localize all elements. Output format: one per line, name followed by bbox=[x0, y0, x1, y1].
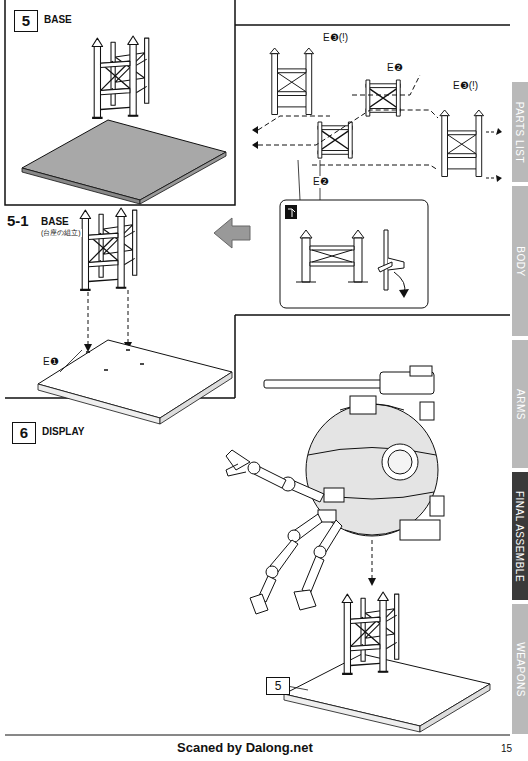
part-label: Scaned by Dalong.net bbox=[176, 741, 314, 756]
tab-label: FINAL ASSEMBLE bbox=[515, 490, 526, 581]
part-label: E❸(!) bbox=[322, 32, 349, 44]
section-tab: PARTS LIST bbox=[512, 82, 528, 182]
stepnum: 5 bbox=[14, 10, 38, 32]
part-label: 15 bbox=[500, 743, 513, 755]
tab-label: PARTS LIST bbox=[515, 101, 526, 162]
part-label: 5-1 bbox=[6, 212, 30, 229]
step-reference-box: 5 bbox=[266, 676, 290, 695]
part-label: E❸(!) bbox=[452, 80, 479, 92]
step-header: 6 DISPLAY bbox=[12, 422, 84, 444]
tab-label: WEAPONS bbox=[515, 642, 526, 697]
step-header: 5 BASE bbox=[14, 10, 72, 32]
stepnum: 6 bbox=[12, 422, 36, 444]
part-label: E❷ bbox=[386, 62, 404, 74]
part-label: E❷ bbox=[312, 176, 330, 188]
part-label: (台座の組立) bbox=[40, 229, 82, 237]
stepnum: 5 bbox=[266, 677, 290, 695]
part-label: BASE bbox=[40, 216, 70, 228]
tab-label: BODY bbox=[515, 246, 526, 276]
section-tab: FINAL ASSEMBLE bbox=[512, 472, 528, 600]
section-tab: WEAPONS bbox=[512, 604, 528, 734]
stephead: DISPLAY bbox=[42, 426, 84, 437]
part-label: E❶ bbox=[42, 356, 60, 368]
section-tab: ARMS bbox=[512, 340, 528, 468]
stephead: BASE bbox=[44, 14, 72, 25]
section-tab: BODY bbox=[512, 186, 528, 336]
tab-label: ARMS bbox=[515, 389, 526, 420]
